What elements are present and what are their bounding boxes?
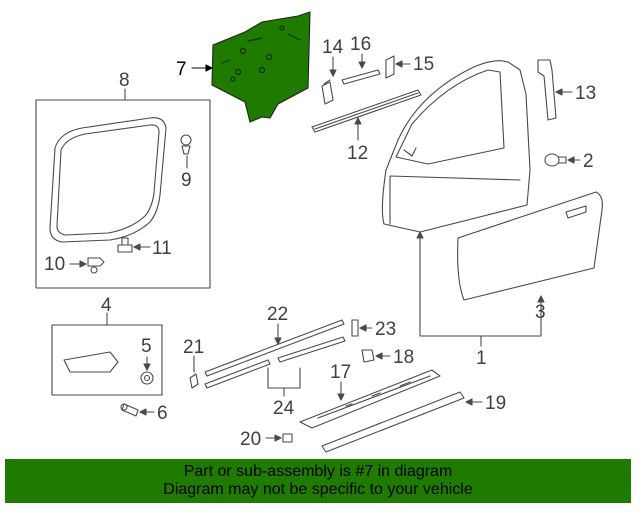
part-4-bracket[interactable] <box>63 351 119 373</box>
part-23-clip[interactable] <box>351 319 359 337</box>
callout-18[interactable]: 18 <box>393 347 414 368</box>
callout-13[interactable]: 13 <box>575 83 596 104</box>
callout-11[interactable]: 11 <box>152 238 172 259</box>
banner-line-part-number: Part or sub-assembly is #7 in diagram <box>183 463 453 480</box>
callout-10[interactable]: 10 <box>44 254 65 275</box>
callout-5[interactable]: 5 <box>141 336 152 357</box>
part-6-bolt[interactable] <box>120 403 139 417</box>
callout-20[interactable]: 20 <box>240 429 261 450</box>
part-5-nut[interactable] <box>140 371 154 385</box>
part-11-clip[interactable] <box>117 237 133 253</box>
part-7-door-panel-highlighted[interactable] <box>211 11 311 123</box>
part-18-clip[interactable] <box>361 349 375 363</box>
part-21-clip[interactable] <box>189 373 199 389</box>
callout-12[interactable]: 12 <box>347 143 368 164</box>
part-2-stopper[interactable] <box>544 153 567 167</box>
callout-21[interactable]: 21 <box>183 337 204 358</box>
part-13-pillar-garnish[interactable] <box>537 59 557 121</box>
part-16-trim[interactable] <box>341 69 381 85</box>
callout-19[interactable]: 19 <box>485 393 506 414</box>
part-17-rocker-molding[interactable] <box>299 369 441 429</box>
callout-labels: 7 8 9 11 10 14 16 15 13 12 2 3 1 4 5 6 2… <box>44 34 596 450</box>
callout-9[interactable]: 9 <box>181 170 192 191</box>
part-3-outer-panel[interactable] <box>457 191 603 301</box>
part-8-weatherstrip[interactable] <box>49 117 167 243</box>
part-8-box <box>35 99 211 289</box>
callout-3[interactable]: 3 <box>535 302 546 323</box>
callout-4[interactable]: 4 <box>101 295 112 316</box>
part-22-molding[interactable] <box>204 319 346 389</box>
callout-23[interactable]: 23 <box>375 319 396 340</box>
part-12-belt-molding[interactable] <box>311 89 422 133</box>
callout-7-arrow <box>205 64 213 72</box>
part-info-banner: Part or sub-assembly is #7 in diagram Di… <box>5 459 631 503</box>
callout-14[interactable]: 14 <box>322 37 344 58</box>
part-10-clip[interactable] <box>87 257 105 274</box>
callout-15[interactable]: 15 <box>413 54 434 75</box>
part-20-clip[interactable] <box>282 433 293 443</box>
part-14-trim[interactable] <box>321 79 334 105</box>
callout-7[interactable]: 7 <box>176 59 187 80</box>
banner-line-disclaimer: Diagram may not be specific to your vehi… <box>163 481 473 498</box>
callout-16[interactable]: 16 <box>350 34 371 55</box>
callout-2[interactable]: 2 <box>583 151 594 172</box>
part-19-lower-molding[interactable] <box>321 391 465 453</box>
part-15-trim[interactable] <box>385 55 395 79</box>
callout-6[interactable]: 6 <box>157 403 168 424</box>
callout-17[interactable]: 17 <box>330 362 351 383</box>
part-9-clip[interactable] <box>180 134 192 155</box>
callout-1[interactable]: 1 <box>476 348 487 369</box>
callout-24[interactable]: 24 <box>273 398 295 419</box>
callout-22[interactable]: 22 <box>267 304 288 325</box>
callout-8[interactable]: 8 <box>119 70 130 91</box>
part-1-door-shell[interactable] <box>381 60 531 233</box>
